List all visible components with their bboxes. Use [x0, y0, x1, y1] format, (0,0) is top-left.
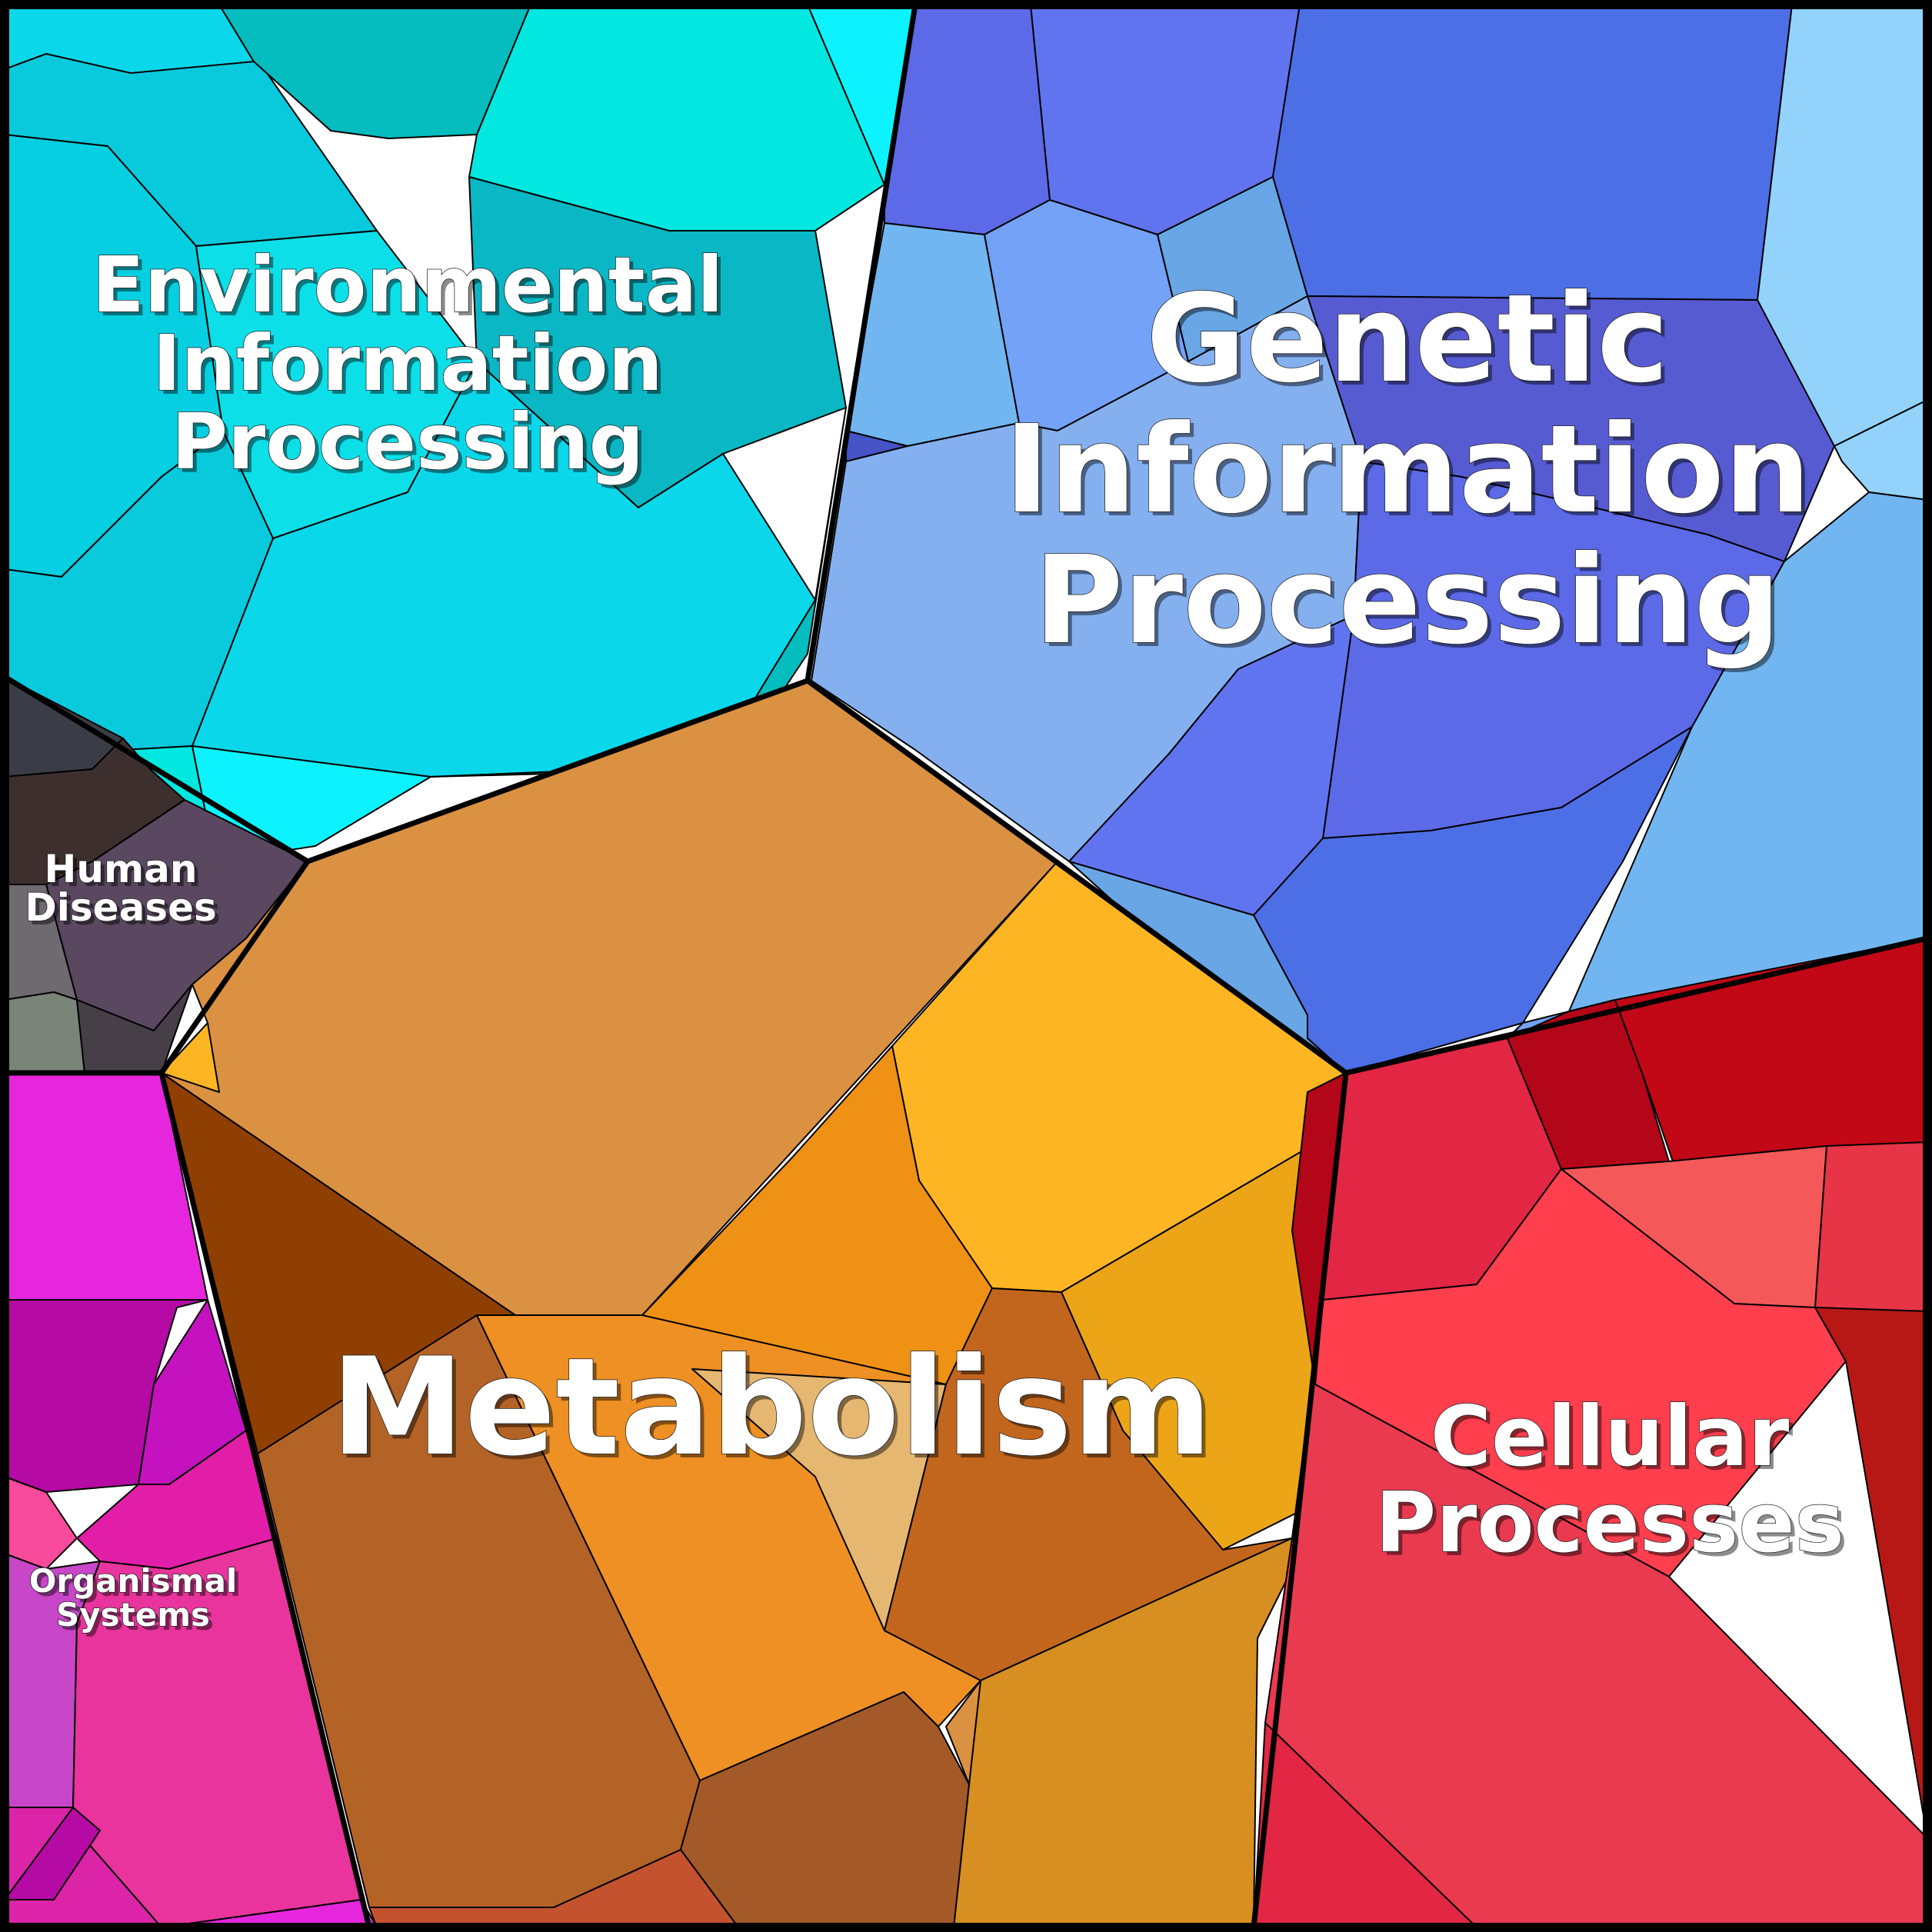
- label-shadow-metabolism-1: Metabolism: [335, 1334, 1217, 1490]
- cell-metabolism-13[interactable]: [945, 1680, 981, 1785]
- region-border-4: [1251, 1072, 1349, 1928]
- label-shadow-cellular-1: Cellular: [1434, 1393, 1794, 1489]
- label-text-cellular-1: Cellular: [1431, 1389, 1790, 1485]
- label-shadow-cellular-2: Processes: [1379, 1479, 1848, 1575]
- label-text-cellular-2: Processes: [1375, 1475, 1844, 1571]
- label-shadow-organismal-1: Organismal: [33, 1566, 242, 1604]
- label-text-genetic-1: Genetic: [1146, 268, 1669, 410]
- cell-human-diseases-5[interactable]: [4, 991, 85, 1074]
- label-text-organismal-2: Systems: [56, 1596, 210, 1634]
- region-border-1: [804, 4, 918, 681]
- region-environmental-information-processing[interactable]: [4, 4, 916, 862]
- region-metabolism[interactable]: [161, 680, 1347, 1928]
- region-human-diseases[interactable]: [4, 676, 308, 1074]
- region-genetic-information-processing[interactable]: [811, 4, 1928, 1078]
- cell-genetic-3[interactable]: [1272, 4, 1793, 301]
- label-text-human-diseases-2: Diseases: [25, 885, 217, 930]
- label-shadow-environmental-2: Information: [156, 322, 667, 412]
- label-shadow-environmental-1: Environmental: [96, 244, 728, 334]
- label-text-organismal-1: Organismal: [29, 1562, 238, 1600]
- label-text-metabolism-1: Metabolism: [331, 1330, 1213, 1486]
- cell-cellular-5[interactable]: [1814, 1141, 1928, 1312]
- label-shadow-genetic-1: Genetic: [1150, 272, 1673, 414]
- label-text-environmental-1: Environmental: [92, 240, 724, 330]
- label-shadow-organismal-2: Systems: [60, 1600, 214, 1637]
- cell-organismal-10[interactable]: [4, 1807, 101, 1900]
- label-text-genetic-2: Information: [1004, 399, 1810, 541]
- label-text-human-diseases-1: Human: [45, 847, 198, 891]
- cell-human-diseases-6[interactable]: [76, 984, 193, 1074]
- label-environmental: EnvironmentalEnvironmentalInformationInf…: [92, 239, 728, 491]
- region-organismal-systems[interactable]: [4, 1072, 378, 1928]
- cell-metabolism-14[interactable]: [161, 1022, 220, 1093]
- label-genetic: GeneticGeneticInformationInformationProc…: [1004, 268, 1814, 675]
- label-shadow-environmental-3: Processing: [175, 401, 648, 491]
- region-borders: [3, 4, 1928, 1928]
- label-text-genetic-3: Processing: [1034, 530, 1781, 671]
- region-labels: EnvironmentalEnvironmentalInformationInf…: [25, 239, 1848, 1637]
- label-shadow-genetic-3: Processing: [1038, 534, 1785, 675]
- label-shadow-genetic-2: Information: [1008, 403, 1814, 545]
- region-cellular-processes[interactable]: [1253, 938, 1928, 1928]
- label-shadow-human-diseases-2: Diseases: [28, 889, 221, 934]
- label-text-environmental-2: Information: [152, 318, 663, 408]
- label-shadow-human-diseases-1: Human: [48, 851, 202, 895]
- label-text-environmental-3: Processing: [172, 397, 645, 487]
